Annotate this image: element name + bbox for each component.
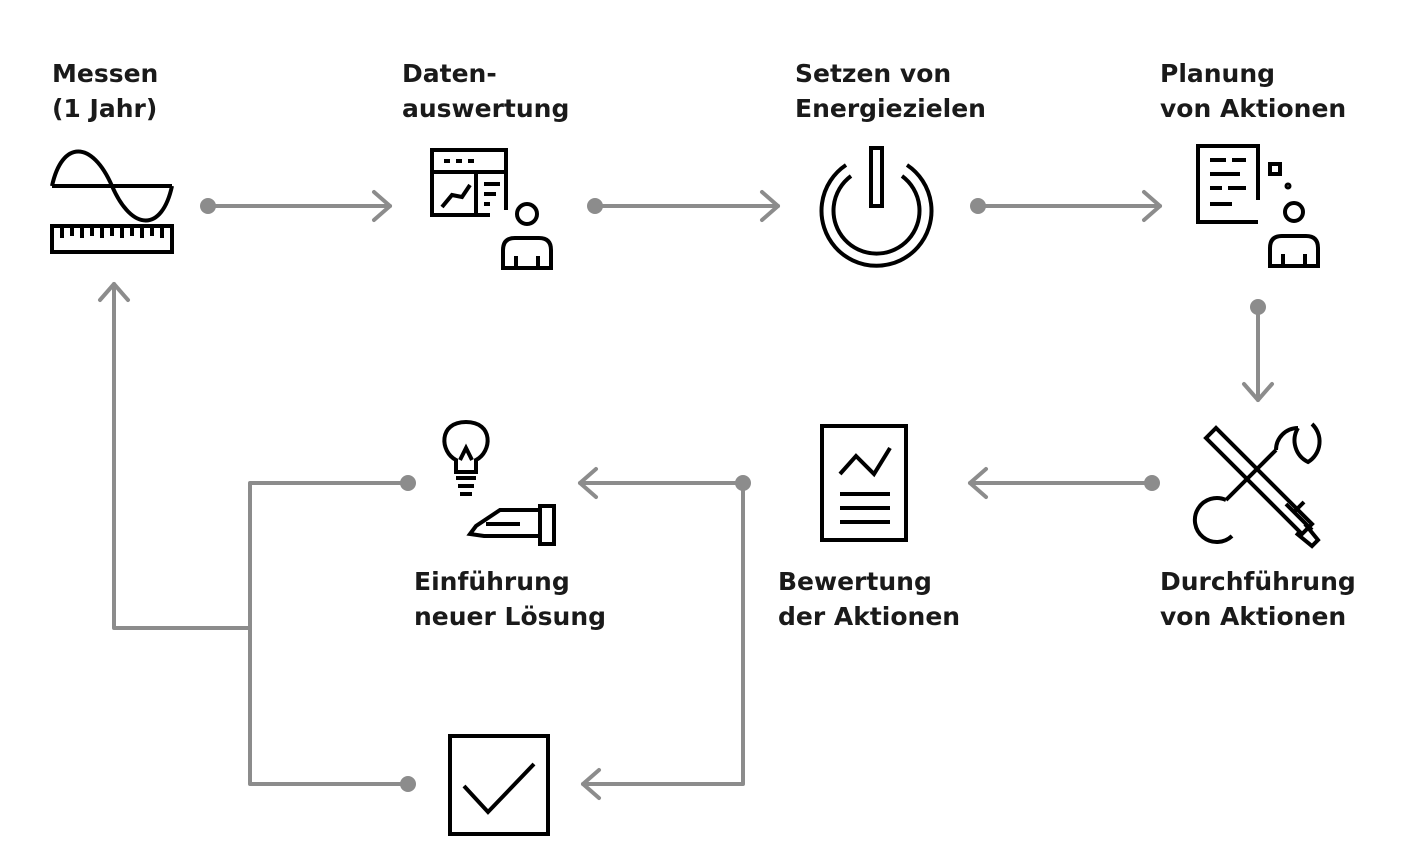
label-einfuehrung-line2: neuer Lösung xyxy=(414,602,607,631)
connector-datenauswertung-to-energieziele xyxy=(587,190,780,222)
label-messen: Messen (1 Jahr) xyxy=(52,56,158,126)
label-einfuehrung: Einführung neuer Lösung xyxy=(414,564,606,634)
label-bewertung: Bewertung der Aktionen xyxy=(778,564,960,634)
power-icon xyxy=(819,146,934,268)
label-energieziele: Setzen von Energiezielen xyxy=(795,56,986,126)
checkbox-icon xyxy=(448,734,550,836)
lightbulb-hand-icon xyxy=(442,419,556,546)
label-bewertung-line2: der Aktionen xyxy=(778,602,961,631)
connector-energieziele-to-planung xyxy=(970,190,1162,222)
label-energieziele-line2: Energiezielen xyxy=(795,94,986,123)
label-datenauswertung-line1: Daten- xyxy=(402,59,497,88)
label-planung: Planung von Aktionen xyxy=(1160,56,1346,126)
connector-bewertung-to-einfuehrung-and-abschluss xyxy=(578,467,751,800)
sine-wave-ruler-icon xyxy=(50,149,174,254)
connector-feedback-to-messen xyxy=(98,282,416,792)
label-messen-line1: Messen xyxy=(52,59,159,88)
label-messen-line2: (1 Jahr) xyxy=(52,94,158,123)
dashboard-user-icon xyxy=(430,148,553,270)
checklist-user-icon xyxy=(1196,144,1320,268)
tools-icon xyxy=(1192,422,1322,549)
label-durchfuehrung: Durchführung von Aktionen xyxy=(1160,564,1356,634)
label-durchfuehrung-line2: von Aktionen xyxy=(1160,602,1347,631)
report-chart-icon xyxy=(820,424,908,542)
connector-durchfuehrung-to-bewertung xyxy=(968,467,1160,499)
label-datenauswertung-line2: auswertung xyxy=(402,94,570,123)
label-planung-line2: von Aktionen xyxy=(1160,94,1347,123)
connector-planung-to-durchfuehrung xyxy=(1242,299,1274,402)
label-bewertung-line1: Bewertung xyxy=(778,567,932,596)
label-energieziele-line1: Setzen von xyxy=(795,59,952,88)
label-planung-line1: Planung xyxy=(1160,59,1276,88)
connector-messen-to-datenauswertung xyxy=(200,190,392,222)
label-durchfuehrung-line1: Durchführung xyxy=(1160,567,1356,596)
label-einfuehrung-line1: Einführung xyxy=(414,567,570,596)
label-datenauswertung: Daten- auswertung xyxy=(402,56,569,126)
